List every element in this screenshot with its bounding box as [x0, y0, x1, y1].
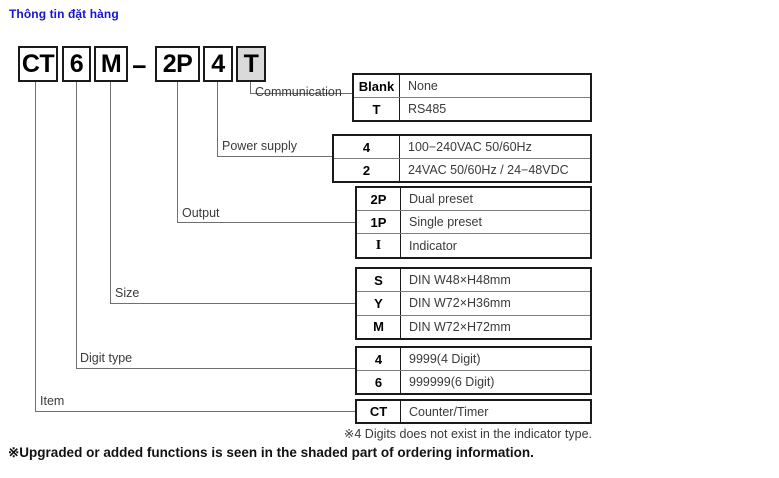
branch-label-size: Size — [115, 286, 140, 300]
connector-horizontal-output — [177, 222, 357, 223]
code-box-communication: T — [236, 46, 266, 82]
code-box-digit-type: 6 — [62, 46, 91, 82]
connector-horizontal-digit-type — [76, 368, 357, 369]
code-box-item: CT — [18, 46, 58, 82]
code-separator-dash: − — [132, 53, 147, 81]
code-box-size: M — [94, 46, 128, 82]
table-row: Blank None — [354, 75, 590, 97]
options-table-size: S DIN W48×H48mm Y DIN W72×H36mm M DIN W7… — [355, 267, 592, 340]
table-row: I Indicator — [357, 233, 590, 257]
option-description: 999999(6 Digit) — [409, 375, 495, 389]
table-row: S DIN W48×H48mm — [357, 269, 590, 292]
connector-vertical-communication — [250, 82, 251, 93]
option-description: Dual preset — [409, 192, 473, 206]
option-code: 4 — [357, 348, 401, 370]
option-code: S — [357, 269, 401, 292]
branch-label-item: Item — [40, 394, 65, 408]
page-title: Thông tin đặt hàng — [9, 7, 119, 21]
option-description: DIN W72×H72mm — [409, 319, 511, 334]
option-code: 2 — [334, 159, 400, 181]
footnote-upgraded: ※Upgraded or added functions is seen in … — [8, 445, 534, 460]
table-row: 4 100−240VAC 50/60Hz — [334, 136, 590, 158]
table-row: 6 999999(6 Digit) — [357, 370, 590, 393]
option-code: 2P — [357, 188, 401, 210]
connector-horizontal-item — [35, 411, 357, 412]
code-box-output: 2P — [155, 46, 200, 82]
option-description: DIN W72×H36mm — [409, 296, 511, 311]
table-row: 2 24VAC 50/60Hz / 24−48VDC — [334, 158, 590, 181]
connector-horizontal-power-supply — [217, 156, 334, 157]
option-description: Indicator — [409, 238, 457, 253]
options-table-digit-type: 4 9999(4 Digit) 6 999999(6 Digit) — [355, 346, 592, 395]
options-table-communication: Blank None T RS485 — [352, 73, 592, 122]
option-code: Y — [357, 292, 401, 315]
option-code: 4 — [334, 136, 400, 158]
option-code: I — [357, 234, 401, 257]
option-description: 100−240VAC 50/60Hz — [408, 140, 532, 154]
option-code: CT — [357, 401, 401, 422]
footnote-digits: ※4 Digits does not exist in the indicato… — [343, 427, 592, 441]
table-row: 1P Single preset — [357, 210, 590, 233]
connector-vertical-item — [35, 82, 36, 411]
options-table-power-supply: 4 100−240VAC 50/60Hz 2 24VAC 50/60Hz / 2… — [332, 134, 592, 183]
table-row: Y DIN W72×H36mm — [357, 291, 590, 315]
option-description: DIN W48×H48mm — [409, 273, 511, 288]
connector-vertical-size — [110, 82, 111, 303]
option-description: Single preset — [409, 215, 482, 229]
table-row: M DIN W72×H72mm — [357, 314, 590, 338]
branch-label-output: Output — [182, 206, 220, 220]
option-description: Counter/Timer — [409, 404, 489, 419]
table-row: 2P Dual preset — [357, 188, 590, 210]
branch-label-digit-type: Digit type — [80, 351, 133, 365]
option-code: M — [357, 315, 401, 338]
option-description: None — [408, 79, 438, 93]
connector-vertical-power-supply — [217, 82, 218, 156]
table-row: CT Counter/Timer — [357, 401, 590, 422]
options-table-output: 2P Dual preset 1P Single preset I Indica… — [355, 186, 592, 259]
connector-horizontal-communication — [250, 93, 354, 94]
branch-label-communication: Communication — [255, 85, 342, 99]
connector-vertical-digit-type — [76, 82, 77, 368]
option-code: Blank — [354, 75, 400, 97]
branch-label-power-supply: Power supply — [222, 139, 298, 153]
connector-vertical-output — [177, 82, 178, 222]
option-description: 9999(4 Digit) — [409, 352, 481, 366]
option-code: 6 — [357, 371, 401, 393]
options-table-item: CT Counter/Timer — [355, 399, 592, 424]
option-description: RS485 — [408, 102, 447, 116]
option-code: T — [354, 98, 400, 120]
option-description: 24VAC 50/60Hz / 24−48VDC — [408, 163, 569, 177]
table-row: 4 9999(4 Digit) — [357, 348, 590, 370]
table-row: T RS485 — [354, 97, 590, 120]
option-code: 1P — [357, 211, 401, 233]
code-box-power-supply: 4 — [203, 46, 233, 82]
connector-horizontal-size — [110, 303, 357, 304]
